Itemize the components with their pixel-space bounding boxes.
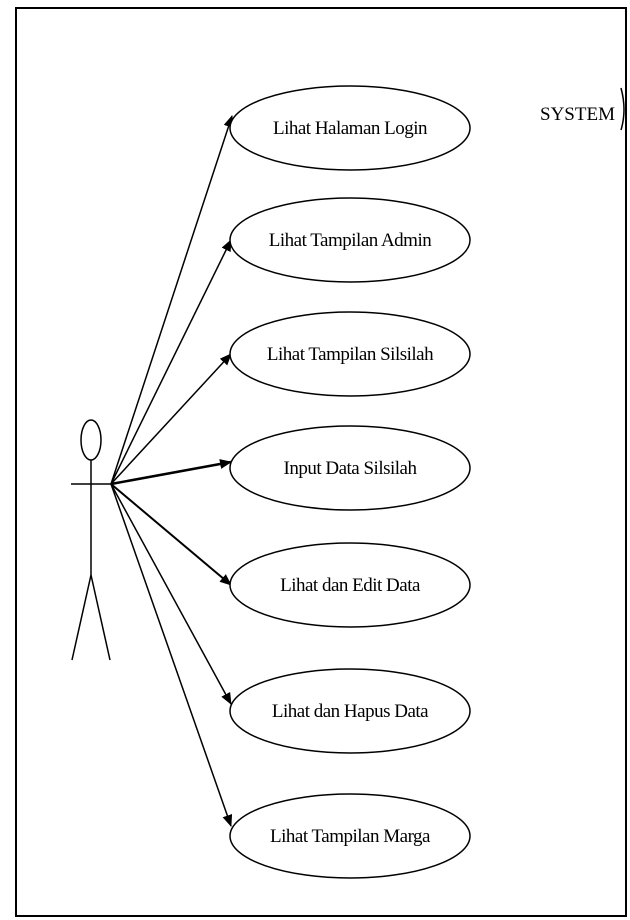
use-case: Lihat dan Edit Data	[229, 542, 471, 628]
use-case: Lihat dan Hapus Data	[229, 668, 471, 754]
association-arrow	[110, 483, 232, 586]
use-case-oval	[229, 197, 471, 283]
boundary-curve-mark	[620, 87, 625, 131]
use-case-label: Lihat Tampilan Silsilah	[267, 344, 434, 365]
actor-right-leg	[90, 574, 111, 661]
use-case-oval	[229, 85, 471, 171]
association-arrow	[110, 239, 232, 485]
association-arrow	[110, 353, 232, 485]
use-case: Lihat Tampilan Admin	[229, 197, 471, 283]
associations	[110, 115, 234, 827]
actor	[71, 419, 111, 661]
use-case-oval	[229, 311, 471, 397]
system-boundary	[15, 7, 627, 917]
system-label: SYSTEM	[540, 104, 615, 125]
use-case: Input Data Silsilah	[229, 425, 471, 511]
use-case-oval	[229, 542, 471, 628]
association-arrow	[110, 115, 234, 485]
actor-head	[80, 419, 102, 461]
use-case: Lihat Halaman Login	[229, 85, 471, 171]
use-case-oval	[229, 793, 471, 879]
use-case-label: Lihat dan Hapus Data	[272, 701, 429, 722]
use-case-label: Lihat dan Edit Data	[280, 575, 421, 596]
actor-left-leg	[71, 574, 92, 661]
use-case-label: Lihat Halaman Login	[273, 118, 428, 139]
association-arrow	[110, 483, 233, 827]
use-case-label: Lihat Tampilan Admin	[269, 230, 432, 251]
use-case-oval	[229, 668, 471, 754]
use-case: Lihat Tampilan Silsilah	[229, 311, 471, 397]
use-case-label: Input Data Silsilah	[284, 458, 418, 479]
association-arrow	[110, 483, 232, 705]
use-case-oval	[229, 425, 471, 511]
association-arrow	[110, 459, 232, 486]
use-case: Lihat Tampilan Marga	[229, 793, 471, 879]
use-case-label: Lihat Tampilan Marga	[270, 826, 431, 847]
